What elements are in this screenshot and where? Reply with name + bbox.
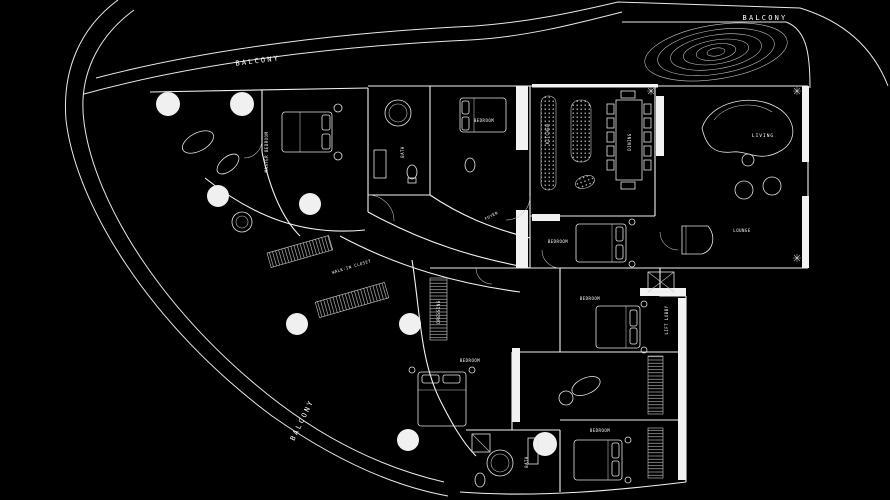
walls-layer [149,84,809,495]
dining-table [606,90,652,190]
lounge-seating [558,376,601,406]
label-bedroom-6: BEDROOM [590,428,610,433]
label-bedroom-2: BEDROOM [474,118,494,123]
balcony-right-inner-curve [622,21,811,89]
column [156,92,180,116]
label-living: LIVING [752,133,774,139]
living-sofa [701,99,794,200]
column [399,313,421,335]
master-bed [281,103,343,161]
label-walk-in-closet: WALK-IN CLOSET [331,258,371,275]
column [299,193,321,215]
label-foyer: FOYER [484,210,499,221]
label-master-bath: BATH [400,146,405,158]
column [397,429,419,451]
column [230,92,254,116]
balcony-inner-curve [82,9,445,483]
bedroom-2-bed [459,97,507,173]
label-bedroom-4: BEDROOM [460,358,480,363]
column [533,432,557,456]
balcony-outer-curve [64,0,449,497]
bedroom-3-bed [575,218,636,268]
furniture-layer [182,87,801,488]
label-bath-2: BATH [524,456,529,468]
column [207,185,229,207]
label-balcony-top: BALCONY [235,54,281,67]
master-chaise [182,130,253,233]
label-lift-lobby: LIFT LOBBY [664,305,669,334]
lift [647,271,675,293]
column [286,313,308,335]
label-lounge: LOUNGE [733,228,751,233]
label-bedroom-3: BEDROOM [548,239,568,244]
balcony-boundary [64,0,889,497]
piano [681,225,714,255]
bath-2-fixtures [471,433,539,488]
label-kitchen: KITCHEN [545,124,550,144]
balcony-top-outer-curve [95,1,889,87]
columns-layer [156,92,557,456]
door-arcs [243,139,679,285]
kitchen-islands [540,95,595,191]
master-bath-fixtures [373,99,418,184]
plant-marks [647,87,801,262]
label-dressing: DRESSING [436,300,441,323]
bedroom-4-bed [408,366,476,427]
bedroom-6-bed [573,436,632,484]
label-master-bedroom: MASTER BEDROOM [264,132,269,173]
bedroom-5-bed [595,300,648,354]
label-dining: DINING [627,133,632,151]
label-bedroom-5: BEDROOM [580,296,600,301]
balcony-top-inner-curve [83,11,623,95]
closet-racks [266,235,664,479]
curved-planter-feature [644,22,788,82]
label-balcony-top-right: BALCONY [743,14,788,22]
